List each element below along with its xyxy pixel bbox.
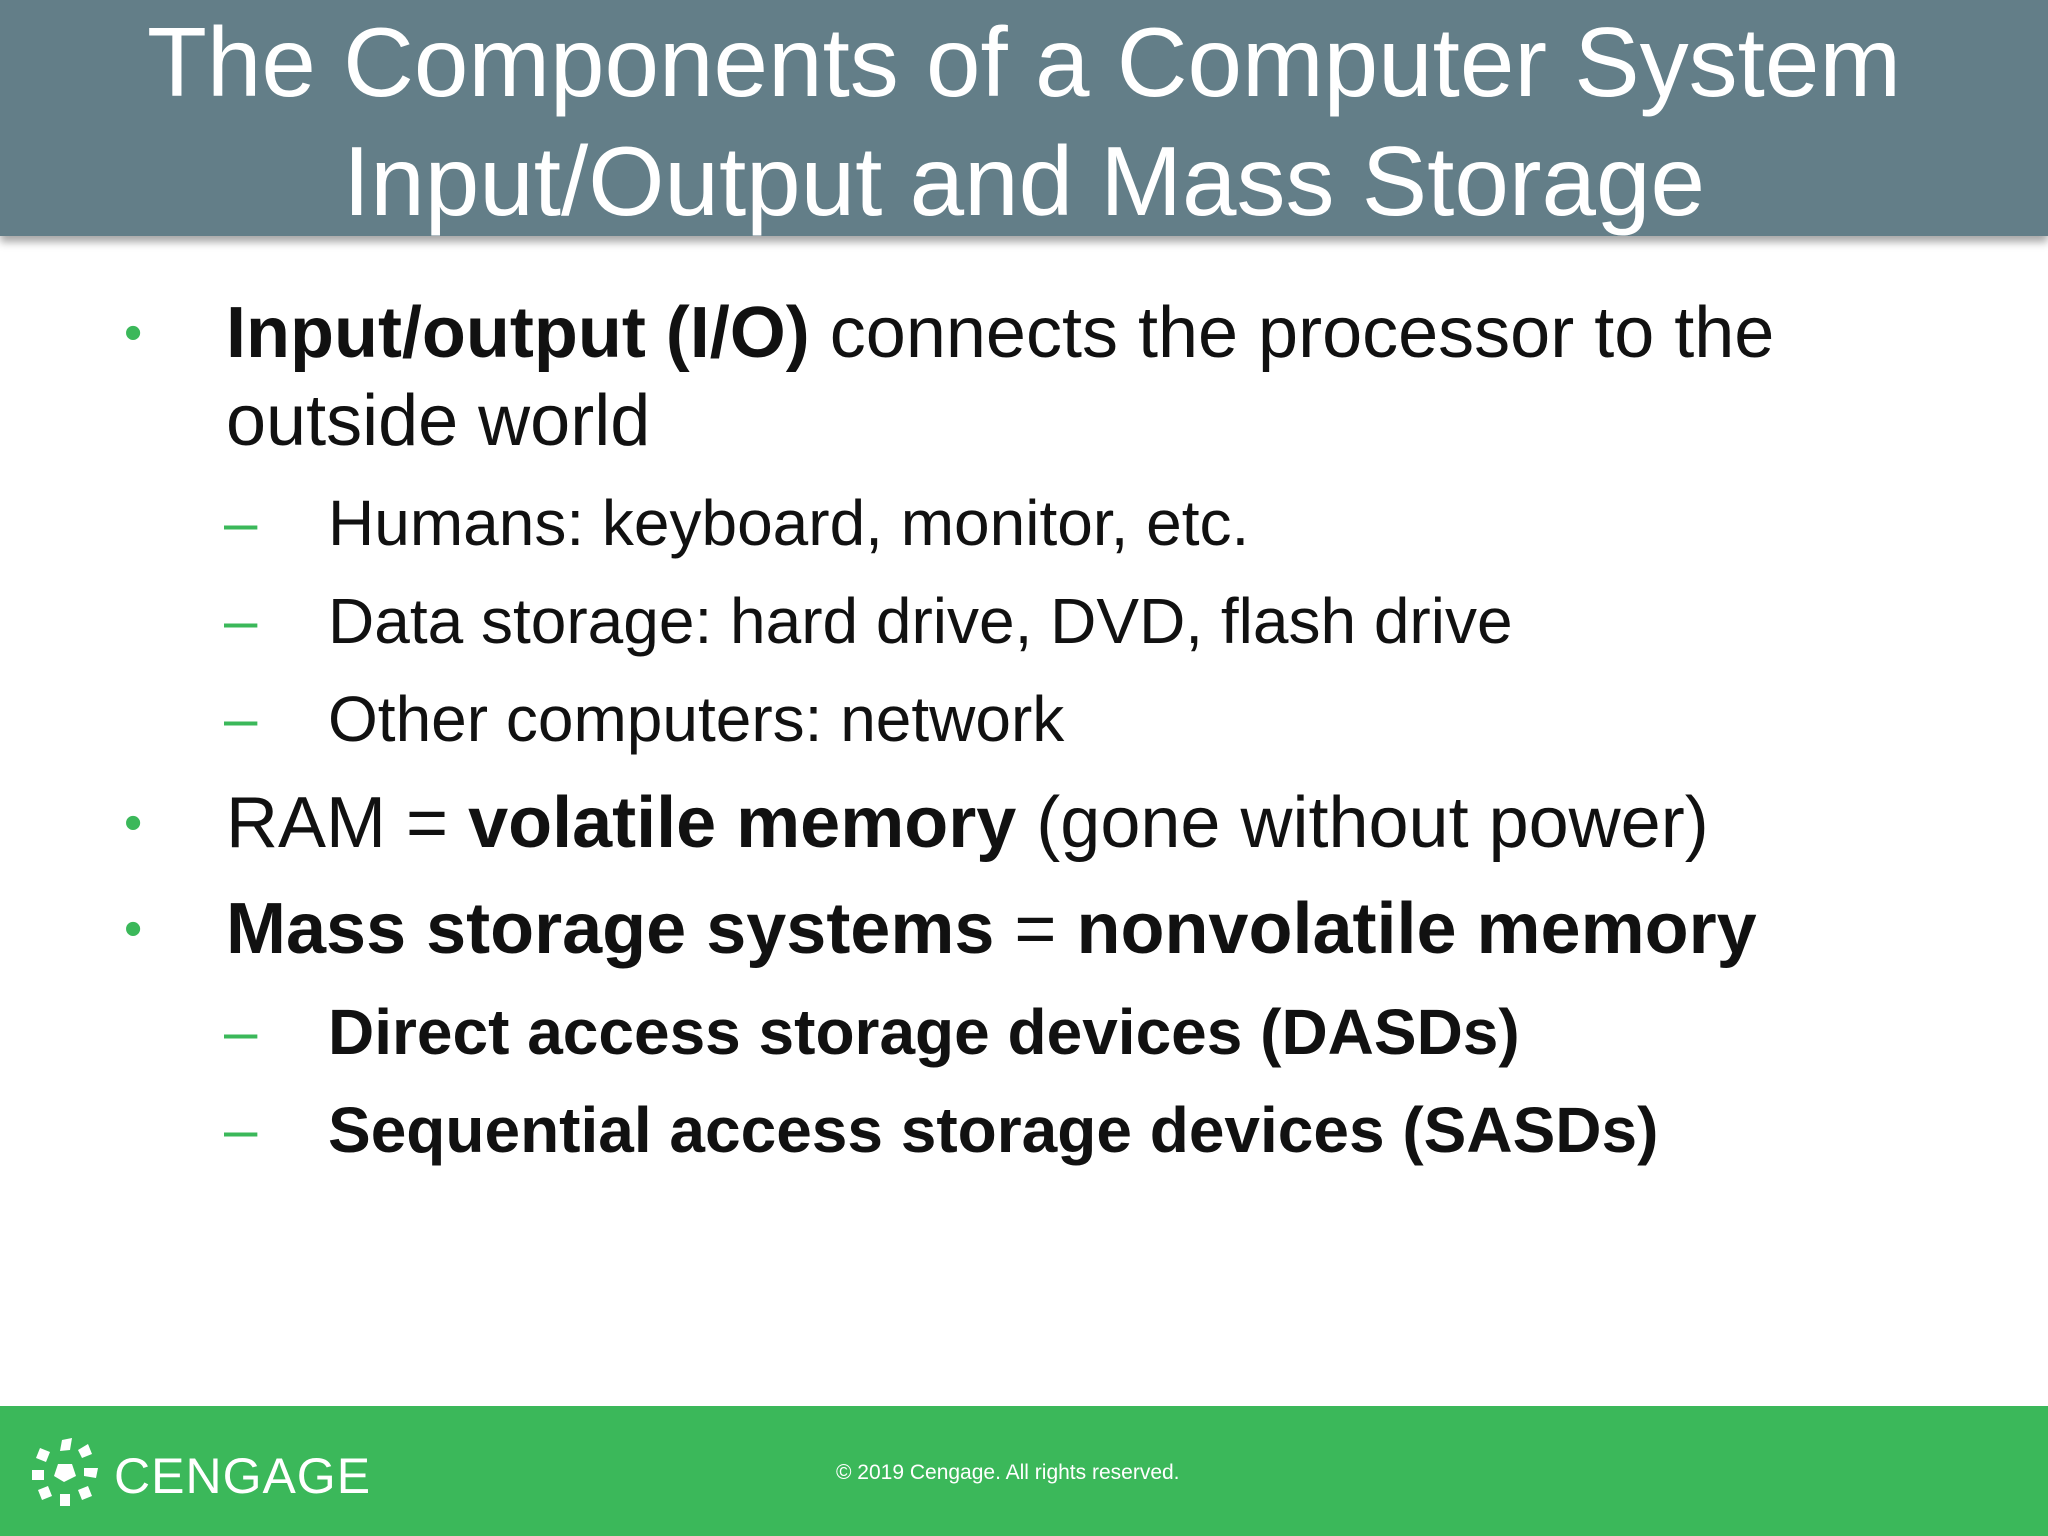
sub-bullet-other-computers-text: Other computers: network bbox=[328, 683, 1065, 755]
bullet-io-desc-1: connects the processor to the bbox=[809, 293, 1775, 373]
cengage-logo-text: CENGAGE bbox=[114, 1448, 372, 1504]
slide-title: The Components of a Computer System bbox=[147, 7, 1901, 117]
sub-bullet-humans-text: Humans: keyboard, monitor, etc. bbox=[328, 487, 1250, 559]
bullet-io-term: Input/output (I/O) bbox=[226, 293, 810, 373]
bullet-marker: • bbox=[124, 304, 143, 362]
dash-marker: – bbox=[224, 998, 258, 1065]
dash-marker: – bbox=[224, 489, 258, 556]
bullet-marker: • bbox=[124, 794, 143, 852]
bullet-io-text: Input/output (I/O) connects the processo… bbox=[226, 289, 1866, 465]
dash-marker: – bbox=[224, 1096, 258, 1163]
dash-marker: – bbox=[224, 685, 258, 752]
bullet-mass-storage-text: Mass storage systems = nonvolatile memor… bbox=[226, 885, 1866, 973]
sub-bullet-data-storage-text: Data storage: hard drive, DVD, flash dri… bbox=[328, 585, 1513, 657]
footer-bar: CENGAGE © 2019 Cengage. All rights reser… bbox=[0, 1406, 2048, 1536]
sub-bullet-dasd-text: Direct access storage devices (DASDs) bbox=[328, 996, 1520, 1068]
bullet-ram-term: volatile memory bbox=[468, 783, 1017, 863]
bullet-marker: • bbox=[124, 900, 143, 958]
sub-bullet-sasd-text: Sequential access storage devices (SASDs… bbox=[328, 1094, 1659, 1166]
bullet-ram-prefix: RAM = bbox=[226, 783, 469, 863]
bullet-mass-storage-term: Mass storage systems bbox=[226, 889, 995, 969]
title-bar: The Components of a Computer System Inpu… bbox=[0, 0, 2048, 236]
bullet-ram-text: RAM = volatile memory (gone without powe… bbox=[226, 779, 1866, 867]
bullet-ram-suffix: (gone without power) bbox=[1016, 783, 1709, 863]
copyright-notice: © 2019 Cengage. All rights reserved. bbox=[836, 1461, 1180, 1484]
bullet-io-desc-2: outside world bbox=[226, 381, 651, 461]
cengage-logo-icon bbox=[32, 1438, 98, 1506]
bullet-mass-storage-equals: = bbox=[994, 889, 1077, 969]
slide-subtitle: Input/Output and Mass Storage bbox=[343, 126, 1705, 236]
bullet-mass-storage-def: nonvolatile memory bbox=[1076, 889, 1757, 969]
dash-marker: – bbox=[224, 587, 258, 654]
